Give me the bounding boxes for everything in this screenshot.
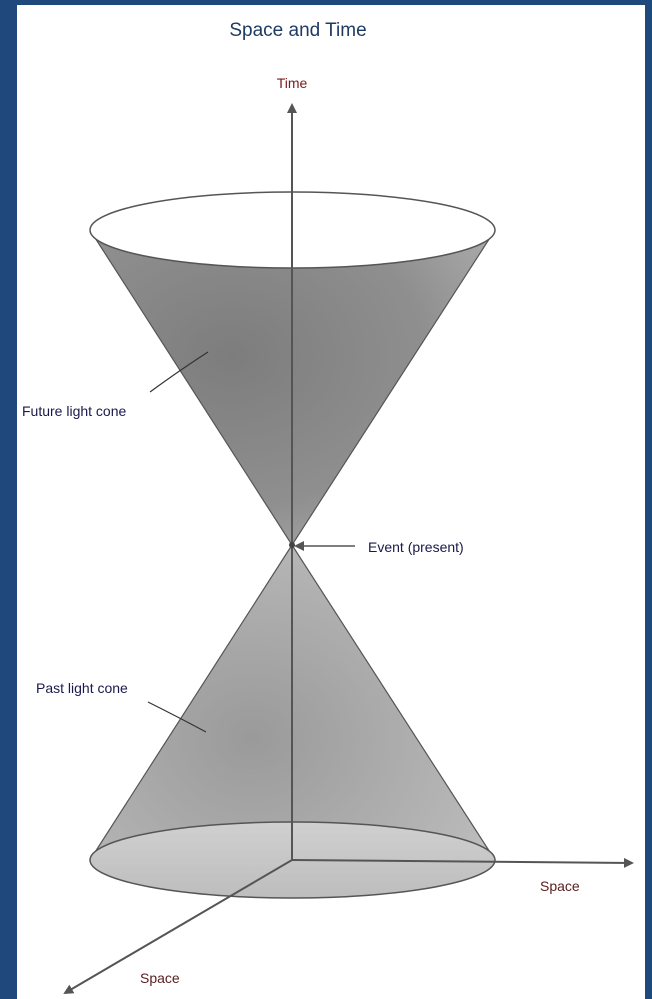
space-axis-diagonal-label: Space (140, 970, 180, 986)
event-point (289, 542, 295, 548)
time-axis-label: Time (277, 75, 308, 91)
future-light-cone-label: Future light cone (22, 403, 126, 419)
diagram-title: Space and Time (229, 20, 366, 41)
event-label: Event (present) (368, 539, 464, 555)
space-axis-horizontal-label: Space (540, 878, 580, 894)
past-light-cone-label: Past light cone (36, 680, 128, 696)
